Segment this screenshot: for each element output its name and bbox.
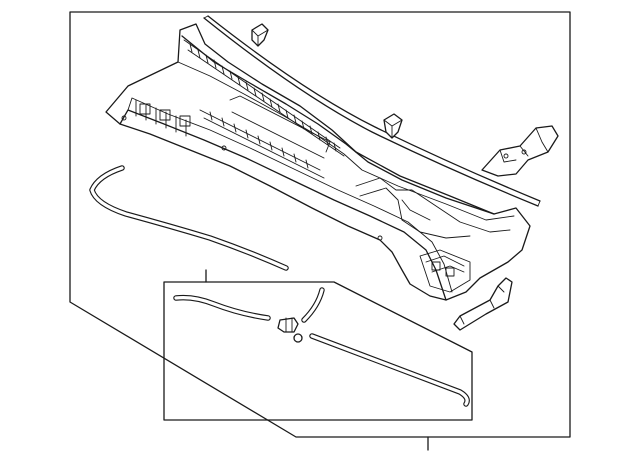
cowl-top-panel [105,23,531,301]
assembly-outline [69,11,571,438]
clip-left [251,23,269,47]
windshield-seal-strip [203,15,541,207]
washer-hose-kit-outline [163,281,473,421]
washer-hose-assembly [173,287,470,407]
left-hose-seal [89,165,289,271]
right-bracket [481,125,559,177]
clip-right [383,113,403,139]
washer-hose-connector [277,317,303,343]
lower-bracket [453,277,513,331]
